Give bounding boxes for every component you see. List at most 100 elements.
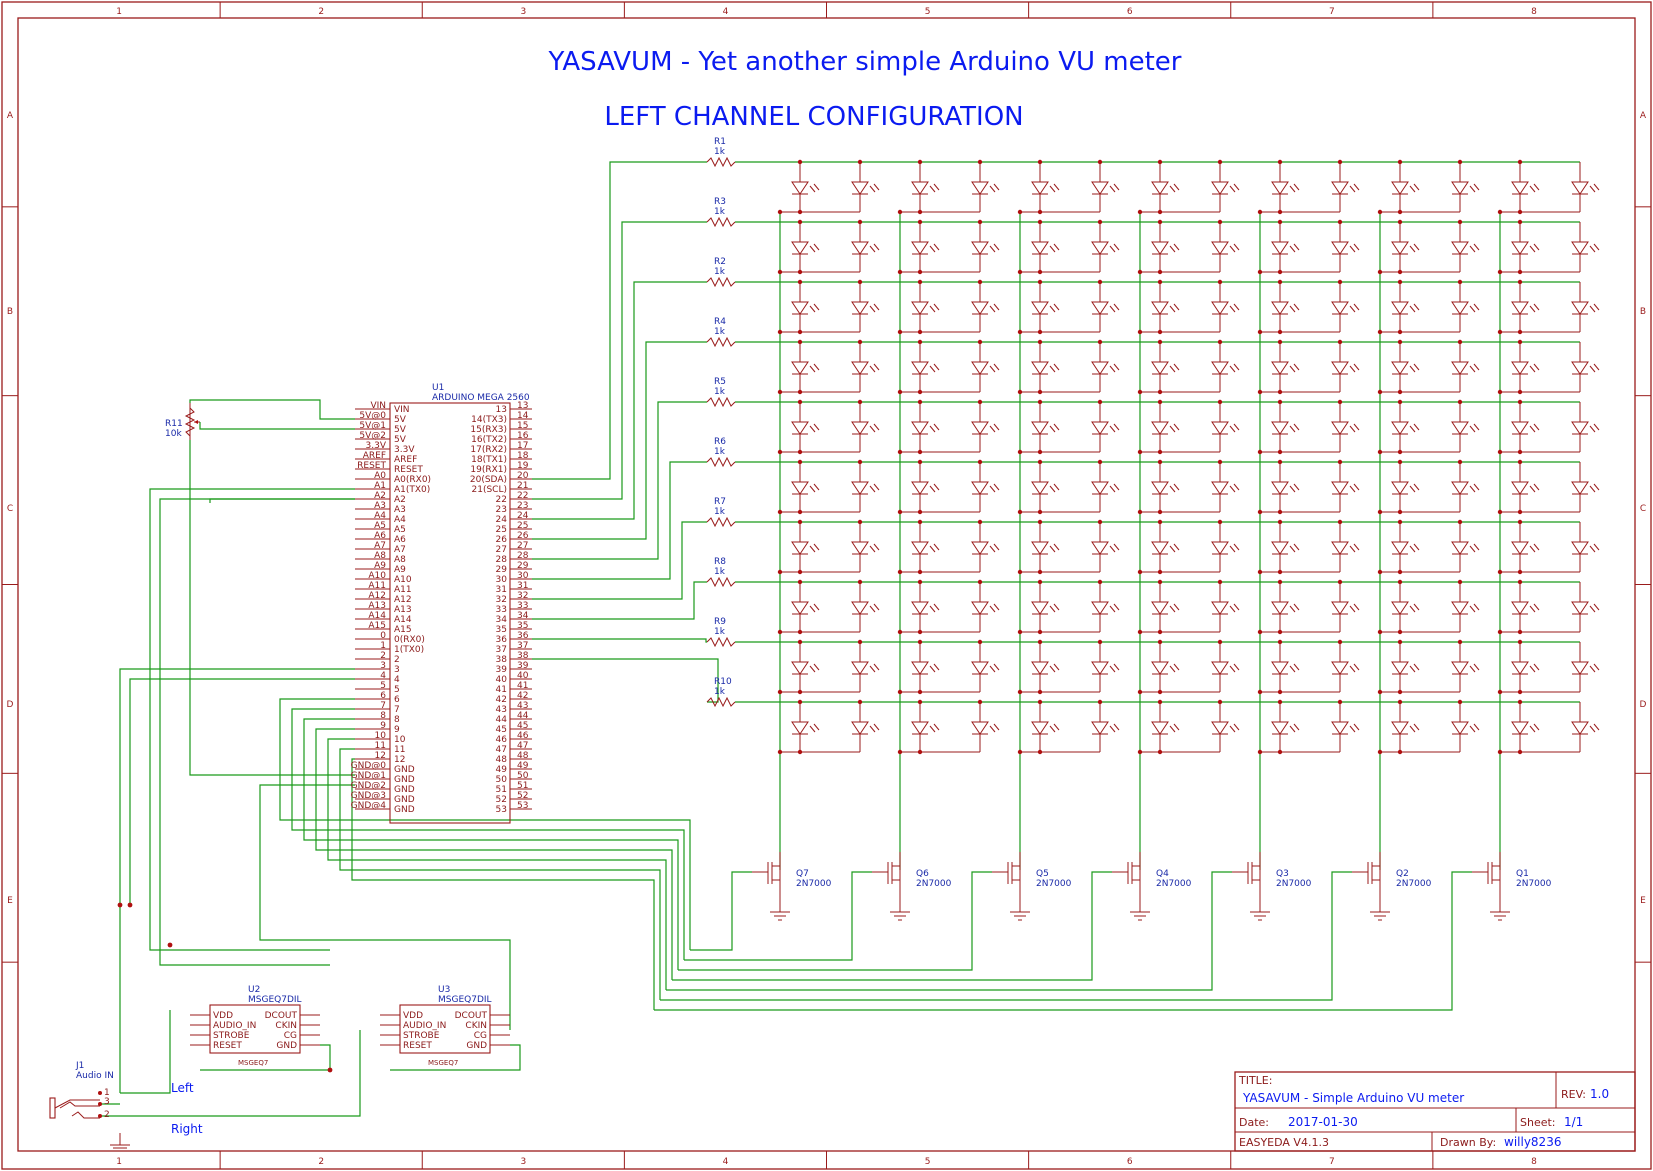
msgeq-right-pin: GND: [466, 1041, 487, 1051]
led: [1211, 639, 1240, 692]
u1-right-net: 13: [517, 401, 528, 411]
u1-left-net: 3: [380, 661, 386, 671]
led: [1271, 519, 1300, 575]
led: [1571, 702, 1600, 752]
resistor-value: 1k: [714, 567, 726, 577]
audio-jack-j1: J1 Audio IN 1 3 2 Left Right: [49, 1061, 203, 1152]
col-label-bottom: 1: [116, 1157, 122, 1167]
col-label-top: 6: [1127, 7, 1133, 17]
led: [851, 639, 880, 692]
led: [971, 639, 1000, 692]
led: [1571, 222, 1600, 272]
u1-left-net: A4: [374, 511, 386, 521]
u1-left-pin: A1(TX0): [394, 485, 430, 495]
u1-left-net: A7: [374, 541, 386, 551]
left-label: Left: [171, 1081, 194, 1095]
u1-left-net: A1: [374, 481, 386, 491]
u1-right-pin: 42: [496, 695, 507, 705]
u1-right-net: 19: [517, 461, 529, 471]
u1-right-pin: 35: [496, 625, 507, 635]
u1-right-pin: 13: [496, 405, 507, 415]
resistor-value: 1k: [714, 627, 726, 637]
led: [1271, 399, 1300, 455]
led: [1271, 279, 1300, 335]
col-label-bottom: 6: [1127, 1157, 1133, 1167]
u1-right-pin: 44: [496, 715, 508, 725]
led: [1391, 219, 1420, 275]
led: [1451, 519, 1480, 572]
led: [1451, 399, 1480, 452]
led: [1211, 579, 1240, 632]
r11-value: 10k: [165, 429, 182, 439]
led: [1091, 579, 1120, 632]
led: [791, 219, 820, 275]
u1-right-pin: 33: [496, 605, 507, 615]
led: [1211, 279, 1240, 332]
led: [1511, 639, 1540, 695]
u1-right-net: 46: [517, 731, 529, 741]
msgeq-right-pin: CKIN: [275, 1021, 297, 1031]
tool-version: EASYEDA V4.1.3: [1239, 1136, 1329, 1149]
u1-left-pin: VIN: [394, 405, 410, 415]
col-label-bottom: 4: [723, 1157, 729, 1167]
u1-left-net: A14: [368, 611, 386, 621]
u1-right-net: 31: [517, 581, 528, 591]
led: [1391, 459, 1420, 515]
led: [1331, 219, 1360, 272]
row-label-right: C: [1640, 504, 1646, 514]
led: [1151, 339, 1180, 395]
msgeq-left-pin: VDD: [213, 1011, 233, 1021]
u1-right-net: 37: [517, 641, 528, 651]
u1-left-pin: 5V: [394, 425, 407, 435]
msgeq-left-pin: STROBE: [213, 1031, 250, 1041]
rev-value: 1.0: [1590, 1087, 1609, 1101]
u1-left-pin: A15: [394, 625, 412, 635]
led: [1091, 399, 1120, 452]
mosfet-ref: Q2: [1396, 869, 1409, 879]
led: [971, 219, 1000, 272]
msgeq-right-pin: CG: [284, 1031, 297, 1041]
led: [1511, 699, 1540, 755]
u1-right-net: 50: [517, 771, 529, 781]
led: [1031, 279, 1060, 335]
u1-right-net: 44: [517, 711, 529, 721]
led: [971, 519, 1000, 572]
led: [1511, 339, 1540, 395]
u1-left-pin: 10: [394, 735, 406, 745]
title-block: TITLE: YASAVUM - Simple Arduino VU meter…: [1234, 1071, 1636, 1152]
led: [971, 279, 1000, 332]
u1-left-net: RESET: [357, 461, 386, 471]
resistor-ref: R7: [714, 497, 726, 507]
led: [971, 159, 1000, 212]
row-label-left: C: [7, 504, 13, 514]
led: [851, 399, 880, 452]
u1-right-pin: 21(SCL): [472, 485, 508, 495]
msgeq-right-pin: DCOUT: [265, 1011, 298, 1021]
u1-left-net: A5: [374, 521, 386, 531]
r11-ref: R11: [165, 419, 183, 429]
u1-right-pin: 16(TX2): [471, 435, 507, 445]
u1-right-net: 42: [517, 691, 528, 701]
led: [1091, 339, 1120, 392]
col-label-bottom: 2: [318, 1157, 324, 1167]
led: [1151, 399, 1180, 455]
u1-left-pin: A7: [394, 545, 406, 555]
row-label-right: D: [1640, 700, 1647, 710]
led: [1331, 699, 1360, 752]
msgeq7-chips: U2MSGEQ7DILVDDAUDIO_INSTROBERESETDCOUTCK…: [117, 902, 510, 1073]
u1-left-pin: GND: [394, 795, 415, 805]
u1-ref: U1: [432, 383, 444, 393]
u1-left-pin: A11: [394, 585, 412, 595]
led: [1391, 399, 1420, 455]
msgeq-right-pin: CG: [474, 1031, 487, 1041]
u1-left-net: 4: [380, 671, 386, 681]
resistor-ref: R8: [714, 557, 726, 567]
drawn-value: willy8236: [1504, 1135, 1561, 1149]
col-label-top: 5: [925, 7, 931, 17]
u1-left-pin: A12: [394, 595, 412, 605]
u1-left-net: 2: [380, 651, 386, 661]
resistor-ref: R3: [714, 197, 726, 207]
led: [971, 339, 1000, 392]
col-label-top: 1: [116, 7, 122, 17]
